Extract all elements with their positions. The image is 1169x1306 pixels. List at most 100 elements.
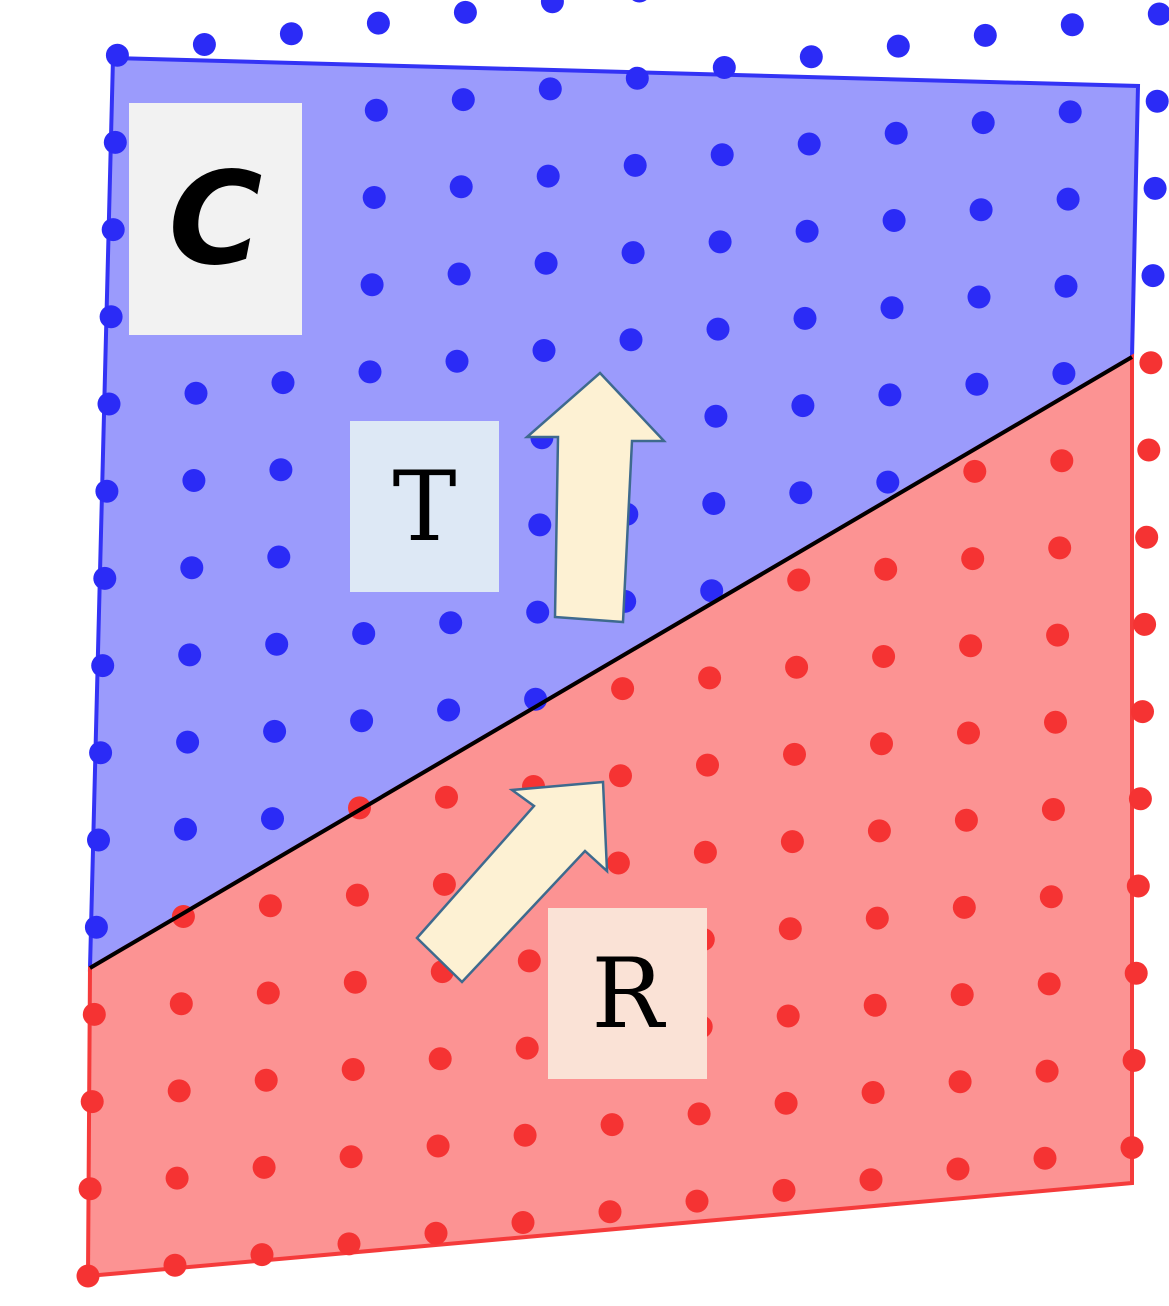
- bottom-lattice-dot: [343, 970, 367, 994]
- top-lattice-dot: [267, 545, 291, 569]
- bottom-lattice-dot: [517, 949, 541, 973]
- bottom-lattice-dot: [78, 1177, 102, 1201]
- top-lattice-dot: [269, 458, 293, 482]
- region-label-r-text: R: [591, 937, 664, 1050]
- top-lattice-dot: [178, 643, 202, 667]
- top-lattice-dot: [451, 88, 475, 112]
- top-lattice-dot: [93, 566, 117, 590]
- top-lattice-dot: [880, 296, 904, 320]
- bottom-lattice-dot: [1046, 623, 1070, 647]
- top-lattice-dot: [702, 492, 726, 515]
- top-lattice-dot: [793, 306, 817, 330]
- bottom-lattice-dot: [1033, 1146, 1057, 1170]
- top-lattice-dot: [526, 600, 550, 624]
- top-lattice-dot: [271, 371, 295, 395]
- top-lattice-dot: [1052, 362, 1076, 385]
- top-lattice-dot: [366, 11, 390, 35]
- top-lattice-dot: [176, 730, 200, 754]
- top-lattice-dot: [1058, 100, 1082, 124]
- bottom-lattice-dot: [250, 1243, 274, 1267]
- bottom-lattice-dot: [685, 1189, 709, 1213]
- bottom-lattice-dot: [426, 1134, 450, 1158]
- top-lattice-dot: [364, 98, 388, 122]
- bottom-lattice-dot: [82, 1002, 106, 1026]
- top-lattice-dot: [712, 56, 736, 79]
- top-lattice-dot: [453, 0, 477, 24]
- bottom-lattice-dot: [1050, 449, 1074, 473]
- bottom-lattice-dot: [169, 992, 193, 1016]
- bottom-lattice-dot: [954, 808, 978, 832]
- bottom-lattice-dot: [859, 1168, 883, 1192]
- bottom-lattice-dot: [872, 645, 896, 668]
- top-lattice-dot: [967, 285, 991, 309]
- top-lattice-dot: [192, 33, 216, 56]
- bottom-lattice-dot: [874, 557, 898, 581]
- bottom-lattice-dot: [957, 721, 980, 745]
- top-lattice-dot: [449, 175, 473, 199]
- top-lattice-dot: [1054, 274, 1078, 298]
- top-lattice-dot: [797, 132, 821, 156]
- bottom-lattice-dot: [345, 883, 369, 907]
- bottom-lattice-dot: [1128, 787, 1152, 811]
- top-lattice-dot: [95, 479, 119, 503]
- bottom-lattice-dot: [428, 1047, 452, 1071]
- top-lattice-dot: [799, 45, 823, 69]
- top-lattice-dot: [706, 317, 730, 341]
- top-lattice-dot: [536, 164, 560, 188]
- top-lattice-dot: [789, 481, 813, 505]
- bottom-lattice-dot: [606, 851, 630, 875]
- bottom-lattice-dot: [961, 547, 985, 571]
- top-lattice-dot: [878, 383, 902, 407]
- bottom-lattice-dot: [963, 459, 987, 483]
- bottom-lattice-dot: [772, 1178, 796, 1202]
- top-lattice-dot: [1060, 13, 1084, 37]
- bottom-lattice-dot: [339, 1145, 363, 1169]
- bottom-lattice-dot: [252, 1155, 276, 1179]
- top-lattice-dot: [1143, 176, 1167, 200]
- top-lattice-dot: [886, 34, 910, 58]
- top-lattice-dot: [84, 915, 108, 939]
- top-lattice-dot: [710, 143, 734, 167]
- bottom-lattice-dot: [696, 753, 719, 777]
- top-lattice-dots: [84, 0, 1169, 939]
- bottom-lattice-dot: [785, 655, 809, 679]
- bottom-lattice-dot: [1035, 1059, 1059, 1083]
- interface-line: [88, 355, 1134, 970]
- bottom-lattice-dot: [698, 666, 722, 690]
- top-lattice-dot: [528, 513, 552, 537]
- bottom-lattice-dot: [1139, 351, 1163, 375]
- top-lattice-dot: [621, 241, 645, 265]
- top-lattice-dot: [99, 305, 123, 329]
- top-lattice-dot: [360, 273, 384, 297]
- top-lattice-dot: [89, 741, 113, 765]
- bottom-lattice-dot: [863, 993, 887, 1017]
- top-lattice-dot: [105, 43, 129, 67]
- bottom-lattice-dot: [783, 742, 806, 766]
- top-lattice-dot: [91, 654, 115, 678]
- top-lattice-dot: [182, 469, 206, 492]
- top-lattice-dot: [1141, 264, 1165, 288]
- bottom-lattice-dot: [163, 1253, 187, 1277]
- top-lattice-dot: [882, 209, 906, 232]
- bottom-lattice-dot: [76, 1264, 100, 1288]
- bottom-lattice-dot: [778, 917, 802, 941]
- top-lattice-dot: [965, 372, 989, 396]
- bottom-lattice-dot: [1122, 1048, 1146, 1072]
- bottom-lattice-dot: [867, 819, 891, 843]
- top-lattice-dot: [538, 77, 562, 101]
- top-lattice-dot: [971, 111, 995, 135]
- region-label-t-text: T: [392, 450, 457, 563]
- top-lattice-dot: [876, 470, 900, 494]
- region-label-c: C: [129, 103, 302, 335]
- bottom-lattice-dot: [776, 1004, 800, 1028]
- bottom-lattice-dot: [1131, 700, 1154, 724]
- bottom-lattice-dot: [600, 1113, 624, 1137]
- bottom-lattice-dot: [598, 1200, 622, 1224]
- bottom-lattice-dot: [1041, 798, 1065, 821]
- bottom-lattice-dot: [861, 1081, 885, 1104]
- top-lattice-dot: [447, 262, 471, 286]
- bottom-lattice-dot: [950, 983, 974, 1007]
- bottom-lattice-dot: [1037, 972, 1061, 996]
- top-lattice-dot: [540, 0, 564, 14]
